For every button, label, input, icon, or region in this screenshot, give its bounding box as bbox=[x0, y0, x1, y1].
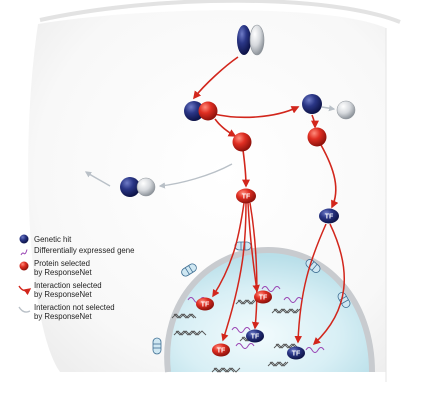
nuclear-pore-icon bbox=[234, 241, 252, 251]
edge-not-selected bbox=[321, 105, 336, 112]
tf-label: TF bbox=[217, 348, 226, 355]
legend-item-protein-selected: Protein selected by ResponseNet bbox=[19, 259, 92, 277]
dna-strand-icon bbox=[235, 299, 257, 305]
dna-strand-icon bbox=[267, 361, 289, 367]
tf-sphere-icon: TF bbox=[287, 346, 305, 360]
mrna-squiggle-icon bbox=[283, 297, 303, 303]
edge-not-selected bbox=[158, 163, 233, 189]
tf-sphere-icon: TF bbox=[319, 208, 339, 224]
red-sphere-icon bbox=[19, 261, 29, 271]
mrna-squiggle-icon bbox=[235, 343, 255, 349]
tf-sphere-icon: TF bbox=[196, 297, 214, 311]
legend-label: Differentially expressed gene bbox=[34, 246, 134, 255]
tf-sphere-icon: TF bbox=[246, 329, 264, 343]
dna-strand-icon bbox=[173, 330, 207, 336]
nuclear-pore-icon bbox=[152, 337, 162, 355]
protein-selected-node bbox=[232, 132, 252, 152]
cell-membrane bbox=[39, 0, 401, 24]
dna-strand-icon bbox=[271, 308, 301, 314]
protein-selected-node bbox=[198, 101, 218, 121]
red-arrow-icon bbox=[18, 285, 32, 296]
tf-sphere-icon: TF bbox=[254, 290, 272, 304]
selected-edges bbox=[193, 56, 346, 346]
genetic-hit-node bbox=[302, 94, 322, 114]
tf-sphere-icon: TF bbox=[236, 188, 256, 204]
tf-label: TF bbox=[201, 302, 210, 309]
dna-strand-icon bbox=[171, 313, 197, 319]
tf-label: TF bbox=[259, 295, 268, 302]
nuclear-pore-icon bbox=[181, 263, 197, 277]
genetic-hit-node bbox=[120, 177, 140, 197]
tf-label: TF bbox=[325, 214, 334, 221]
legend-item-differentially-expressed-gene: Differentially expressed gene bbox=[20, 246, 134, 256]
legend-label: Genetic hit bbox=[34, 235, 72, 244]
tf-label: TF bbox=[292, 351, 301, 358]
mrna-squiggle-icon bbox=[261, 286, 281, 292]
genetic-hit-node bbox=[184, 101, 204, 121]
tf-sphere-icon: TF bbox=[212, 343, 230, 357]
dna-strand-icon bbox=[273, 343, 299, 349]
grey-protein-node bbox=[336, 100, 356, 120]
legend-item-interaction-selected: Interaction selected by ResponseNet bbox=[18, 281, 102, 299]
legend-label: by ResponseNet bbox=[34, 268, 92, 277]
legend-label: Interaction selected bbox=[34, 281, 102, 290]
mrna-squiggle-icon bbox=[20, 249, 28, 256]
legend: Genetic hit Differentially expressed gen… bbox=[18, 234, 134, 321]
tf-label: TF bbox=[242, 194, 251, 201]
legend-label: by ResponseNet bbox=[34, 312, 92, 321]
receptor-icon bbox=[237, 24, 265, 56]
bottom-margin bbox=[0, 384, 436, 403]
mrna-squiggle-icon bbox=[305, 347, 325, 353]
tf-label: TF bbox=[251, 334, 260, 341]
mrna-squiggle-icon bbox=[231, 327, 251, 333]
edge-not-selected bbox=[84, 171, 111, 187]
dna-strand-icon bbox=[211, 367, 241, 373]
nuclear-pore-icon bbox=[305, 259, 321, 273]
legend-label: by ResponseNet bbox=[34, 290, 92, 299]
grey-protein-node bbox=[136, 177, 156, 197]
legend-item-interaction-not-selected: Interaction not selected by ResponseNet bbox=[18, 303, 115, 321]
nuclear-membrane bbox=[164, 246, 375, 373]
blue-sphere-icon bbox=[19, 234, 29, 244]
legend-item-genetic-hit: Genetic hit bbox=[19, 234, 72, 244]
legend-label: Interaction not selected bbox=[34, 303, 115, 312]
protein-selected-node bbox=[307, 127, 327, 147]
grey-arrow-icon bbox=[18, 306, 31, 313]
legend-label: Protein selected bbox=[34, 259, 90, 268]
